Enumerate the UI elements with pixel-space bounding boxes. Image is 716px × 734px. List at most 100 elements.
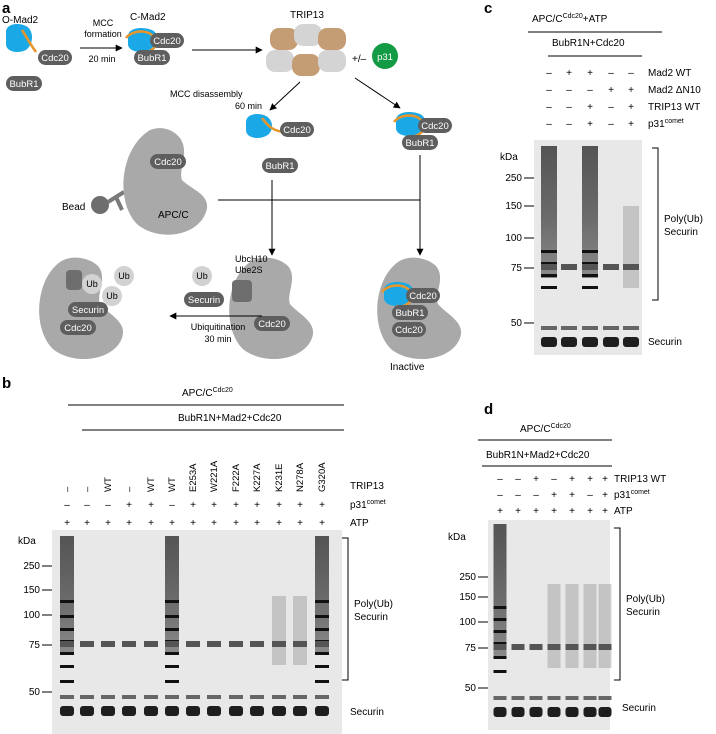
c-rows-trip13-1: – [566,102,572,113]
c-rows-trip13-4: + [628,102,634,113]
b-rows-p31-1: – [84,500,90,511]
cdc20-pill-ub [60,320,96,335]
panel-b-row-label-0: TRIP13 [350,481,384,492]
d-lanes-minor-band-6 [598,696,612,700]
panel-b-row-label-1: p31comet [350,499,386,511]
d-markers-label-4: 50 [465,683,477,694]
panel-c-polyub-securin: Securin [664,227,698,238]
c-rows-mad2dn10-1: – [566,85,572,96]
d-lanes-securin-band-6 [598,707,612,717]
b-rows-trip13-6: E253A [188,463,199,492]
c-markers-label-3: 75 [511,263,523,274]
apcc-label: APC/C [158,210,189,221]
o-mad2-label: O-Mad2 [2,15,39,26]
b-lanes-securin-band-6 [186,706,200,716]
panel-c-header2: BubR1N+Cdc20 [552,38,625,49]
d-rows-p31-5: – [587,490,593,501]
c-lanes-minor-band-2 [582,326,598,330]
b-lanes-minor-band-3 [122,695,136,699]
d-lanes-ladder-0-1 [493,618,507,621]
b-lanes-securin-band-0 [60,706,74,716]
d-lanes-ladder-0-4 [493,656,507,659]
panel-c-letter: c [484,0,492,17]
ub-chain-2 [102,286,122,306]
c-markers-label-4: 50 [511,318,523,329]
b-lanes-band75-4 [144,641,158,647]
b-lanes-ladder-0-2 [60,628,74,631]
panel-c: c APC/CCdc20+ATP BubR1N+Cdc20 –++–––––++… [484,0,703,355]
panel-c-row-label-2: TRIP13 WT [648,102,700,113]
c-lanes-ladder-2-3 [582,286,598,289]
b-lanes-band75-2 [101,641,115,647]
panel-d-polyub: Poly(Ub) [626,594,665,605]
d-lanes-weak-4 [565,584,579,668]
b-rows-trip13-1: – [82,486,93,492]
panel-d-header2: BubR1N+Mad2+Cdc20 [486,450,590,461]
d-rows-atp-1: + [515,506,521,517]
c-rows-trip13-2: + [587,102,593,113]
mcc-disassembly-label: MCC disassembly [170,89,243,99]
c-lanes-securin-band-0 [541,337,557,347]
d-markers-label-1: 150 [459,592,476,603]
b-rows-trip13-8: F222A [231,463,242,492]
d-rows-atp-2: + [533,506,539,517]
plus-minus-label: +/– [352,54,367,65]
panel-d: d APC/CCdc20 BubR1N+Mad2+Cdc20 ––+–+++––… [448,401,666,730]
c-mad2-label: C-Mad2 [130,12,166,23]
b-lanes-minor-band-6 [186,695,200,699]
cdc20-pill-inactive-2 [392,322,426,337]
b-rows-trip13-11: N278A [295,462,306,492]
panel-a: a O-Mad2 Cdc20 BubR1 MCC formation 20 mi… [2,0,462,373]
b-rows-trip13-3: – [124,486,135,492]
b-rows-p31-8: + [233,500,239,511]
d-rows-trip13-6: + [602,474,608,485]
mcc-formation-label-2: formation [84,29,122,39]
panel-d-bracket [614,527,621,681]
c-lanes-band75-0 [541,264,557,270]
b-lanes-ladder-5-5 [165,665,179,668]
b-lanes-ladder-12-5 [315,665,329,668]
b-rows-trip13-9: K227A [252,463,263,492]
arrow-disassembly-right [354,77,401,109]
b-rows-p31-2: – [105,500,111,511]
cdc20-pill-start [38,50,72,65]
panel-d-gel [488,520,610,730]
b-rows-trip13-5: WT [167,477,178,492]
c-lanes-securin-band-3 [603,337,619,347]
b-lanes-band75-10 [272,641,286,647]
b-rows-atp-6: + [190,518,196,529]
e2-enzyme [232,280,252,302]
panel-c-bracket [652,147,659,301]
b-rows-trip13-10: K231E [274,463,285,492]
b-rows-atp-1: + [84,518,90,529]
d-rows-atp-6: + [602,506,608,517]
b-rows-p31-12: + [319,500,325,511]
d-rows-atp-3: + [551,506,557,517]
bubr1-pill-inactive [392,305,428,320]
b-lanes-minor-band-8 [229,695,243,699]
cdc20-pill-apcc [150,154,186,169]
d-lanes-weak-5 [583,584,597,668]
b-rows-p31-9: + [254,500,260,511]
apcc-shape-top [123,128,208,235]
d-lanes-minor-band-2 [529,696,543,700]
b-rows-trip13-2: WT [103,477,114,492]
c-lanes-minor-band-4 [623,326,639,330]
c-rows-p31-1: – [566,119,572,130]
c-lanes-ladder-0-0 [541,250,557,253]
d-rows-p31-6: + [602,490,608,501]
b-rows-atp-8: + [233,518,239,529]
b-lanes-weak-11 [293,596,307,665]
b-lanes-ladder-12-1 [315,615,329,618]
b-lanes-band75-7 [207,641,221,647]
b-rows-atp-2: + [105,518,111,529]
b-lanes-securin-band-5 [165,706,179,716]
b-lanes-minor-band-5 [165,695,179,699]
b-rows-p31-3: + [126,500,132,511]
c-lanes-ladder-0-2 [541,274,557,277]
d-lanes-minor-band-1 [511,696,525,700]
d-markers-label-2: 100 [459,617,476,628]
b-markers-label-4: 50 [29,687,41,698]
b-rows-p31-10: + [276,500,282,511]
